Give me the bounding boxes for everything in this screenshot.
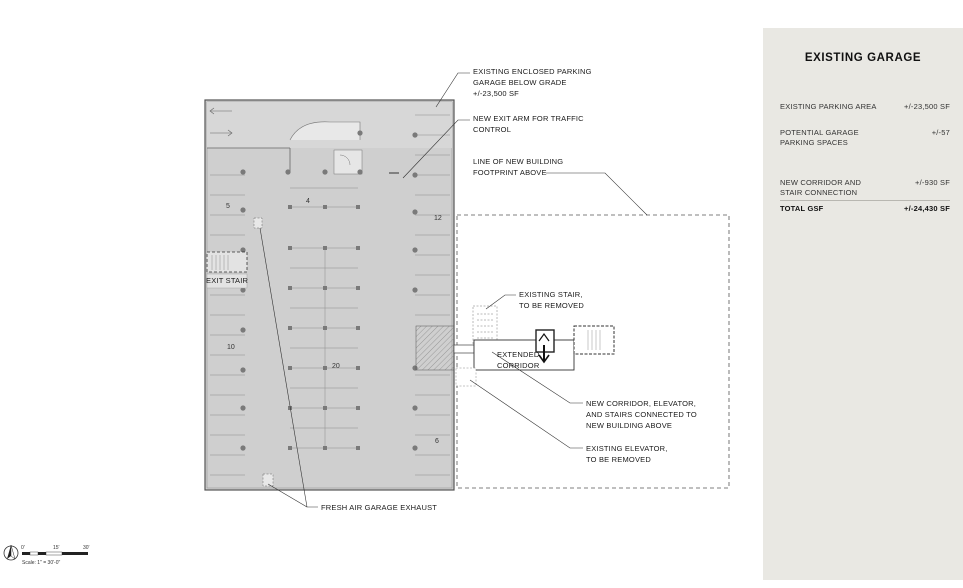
corridor-label-1: EXTENDED [497,350,540,359]
count-top-row: 4 [306,198,310,205]
summary-panel: EXISTING GARAGE EXISTING PARKING AREA +/… [763,28,963,580]
row-label: NEW CORRIDOR AND STAIR CONNECTION [780,178,862,197]
garage-note-3: +/-23,500 SF [473,89,519,98]
new-corridor-note-2: AND STAIRS CONNECTED TO [586,410,697,419]
footprint-note-1: LINE OF NEW BUILDING [473,157,563,166]
fresh-air-shafts [253,217,274,487]
structural-columns-square [288,205,360,450]
leader-lines [259,72,648,508]
scale-tick-15: 15' [53,545,60,551]
row-value: +/-930 SF [915,178,950,187]
scale-tick-30: 30' [83,545,90,551]
existing-core-hatch [415,325,455,371]
exit-arm-note-2: CONTROL [473,125,511,134]
structural-columns [240,130,418,451]
site-plan-drawing: EXISTING ENCLOSED PARKING GARAGE BELOW G… [3,67,730,566]
panel-title: EXISTING GARAGE [804,52,922,64]
row-label: POTENTIAL GARAGE PARKING SPACES [780,128,859,147]
garage-note-1: EXISTING ENCLOSED PARKING [473,67,592,76]
row-value: +/-23,500 SF [904,102,950,111]
scale-bar: 0' 15' 30' Scale: 1" = 30'-0" [21,545,90,566]
scale-tick-0: 0' [21,545,25,551]
extended-corridor [453,339,575,387]
traffic-arrows [209,107,233,137]
count-right-upper: 12 [434,215,442,222]
garage-footprint [204,99,455,491]
scale-caption: Scale: 1" = 30'-0" [22,560,61,566]
annotation-labels: EXISTING ENCLOSED PARKING GARAGE BELOW G… [206,67,697,512]
count-center: 20 [332,363,340,370]
space-counts: 4 5 12 10 20 6 [226,198,442,445]
stair-remove-note-2: TO BE REMOVED [519,301,584,310]
row-value: +/-57 [931,128,950,137]
count-left-lower: 10 [227,344,235,351]
count-left-upper: 5 [226,203,230,210]
garage-note-2: GARAGE BELOW GRADE [473,78,567,87]
row-label: TOTAL GSF [780,204,824,213]
total-divider [780,200,950,201]
row-label: EXISTING PARKING AREA [780,102,877,111]
elevator-remove-note-1: EXISTING ELEVATOR, [586,444,668,453]
exit-stair [206,251,248,289]
new-corridor-note-3: NEW BUILDING ABOVE [586,421,672,430]
fresh-air-note: FRESH AIR GARAGE EXHAUST [321,503,437,512]
parking-stalls [210,114,450,476]
north-arrow-icon [3,544,19,561]
footprint-note-2: FOOTPRINT ABOVE [473,168,547,177]
new-elevator-stairs [535,325,615,364]
existing-stair-removed [472,305,498,351]
exit-stair-label: EXIT STAIR [206,276,249,285]
count-right-lower: 6 [435,438,439,445]
elevator-remove-note-2: TO BE REMOVED [586,455,651,464]
new-corridor-note-1: NEW CORRIDOR, ELEVATOR, [586,399,696,408]
stair-remove-note-1: EXISTING STAIR, [519,290,583,299]
row-value: +/-24,430 SF [904,204,950,213]
exit-arm-note-1: NEW EXIT ARM FOR TRAFFIC [473,114,584,123]
corridor-label-2: CORRIDOR [497,361,540,370]
